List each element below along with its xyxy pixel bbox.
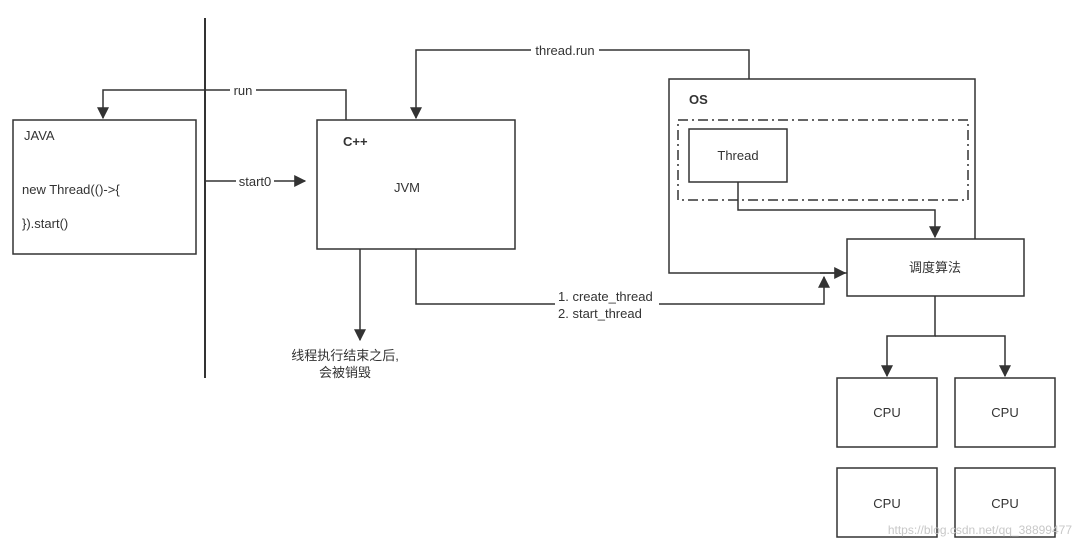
edge-create-thread-label: 1. create_thread	[558, 289, 653, 304]
cpu-label: CPU	[873, 405, 900, 420]
cpu-box: CPU	[836, 377, 938, 448]
edge-thread-to-scheduler	[737, 182, 941, 239]
cpp-box-title: C++	[343, 134, 368, 149]
cpu-box: CPU	[836, 467, 938, 538]
java-box-title: JAVA	[24, 128, 55, 143]
cpu-label: CPU	[873, 496, 900, 511]
scheduler-label: 调度算法	[909, 260, 961, 275]
java-box-line1: new Thread(()->{	[22, 182, 120, 197]
edge-scheduler-to-cpus	[935, 335, 1011, 378]
edge-start-thread-label: 2. start_thread	[558, 306, 642, 321]
scheduler-box: 调度算法	[846, 238, 1025, 297]
cpp-box-body: JVM	[394, 180, 420, 195]
os-thread-container	[677, 119, 969, 201]
cpu-label: CPU	[991, 405, 1018, 420]
cpu-label: CPU	[991, 496, 1018, 511]
destroy-note-line2: 会被销毁	[319, 365, 371, 380]
cpu-box: CPU	[954, 377, 1056, 448]
java-box-line2: }).start()	[22, 216, 68, 231]
destroy-note-line1: 线程执行结束之后,	[291, 348, 399, 363]
edge-scheduler-to-cpus	[881, 296, 936, 378]
edge-run-label: run	[234, 83, 253, 98]
edge-start0-label: start0	[239, 174, 272, 189]
edge-run	[97, 89, 347, 120]
os-box-title: OS	[689, 92, 708, 107]
cpp-jvm-box: C++ JVM	[316, 119, 516, 250]
java-box: JAVA new Thread(()->{ }).start()	[12, 119, 197, 255]
cpu-box: CPU	[954, 467, 1056, 538]
edge-thread-run-label: thread.run	[535, 43, 594, 58]
thread-box	[688, 128, 788, 183]
watermark: https://blog.csdn.net/qq_38899477	[888, 523, 1072, 537]
thread-box-label: Thread	[717, 148, 758, 163]
